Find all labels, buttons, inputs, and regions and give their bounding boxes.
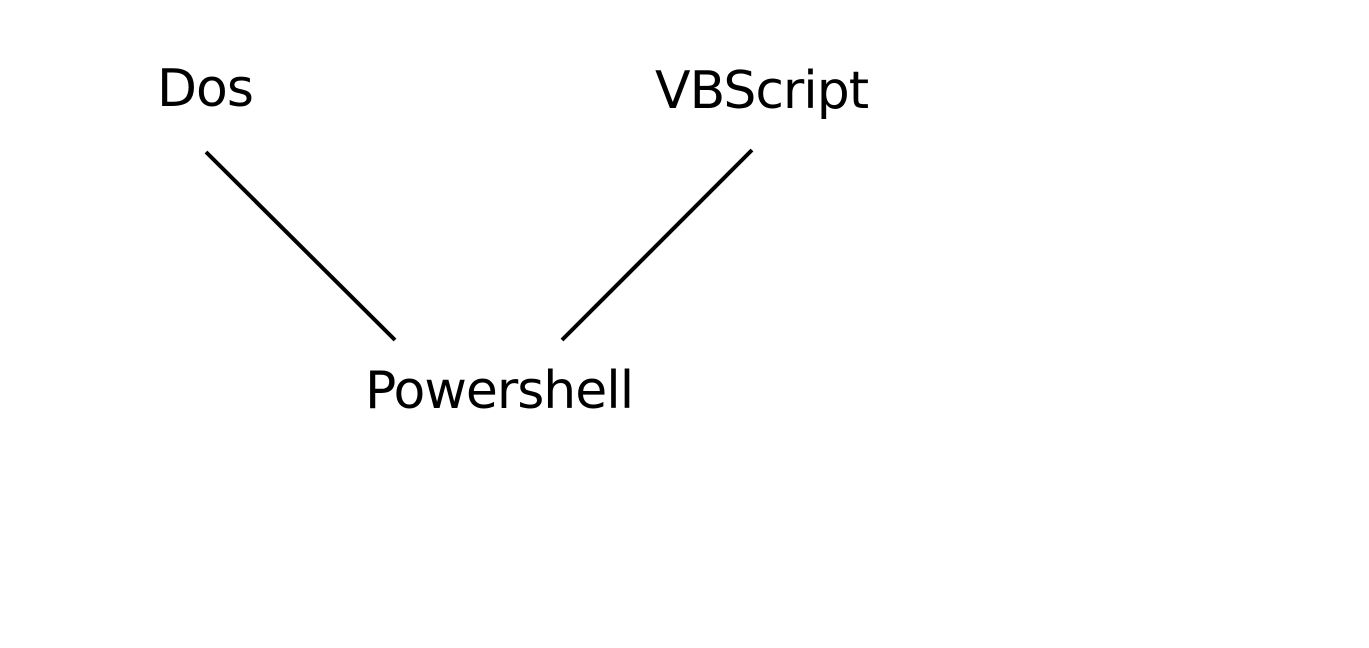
edge-dos-to-powershell (204, 150, 397, 342)
edge-vbscript-to-powershell (560, 148, 754, 342)
node-vbscript-label: VBScript (655, 61, 869, 121)
node-powershell-label: Powershell (365, 361, 634, 421)
node-dos-label: Dos (157, 59, 254, 119)
